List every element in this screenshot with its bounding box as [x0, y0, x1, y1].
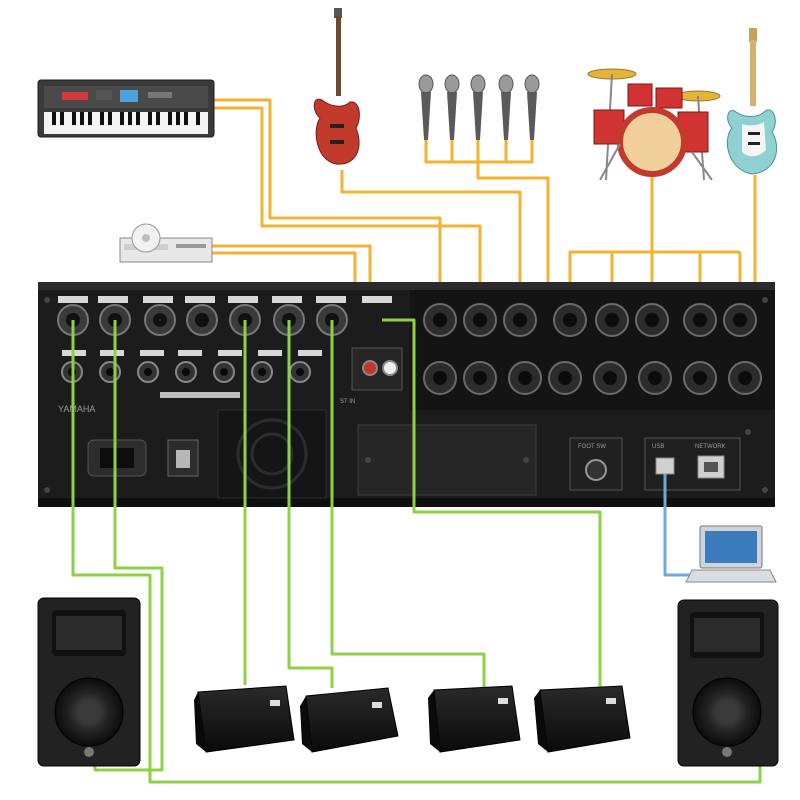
usb-port: [655, 457, 675, 475]
floor-monitor-2-icon: [300, 687, 399, 753]
floor-monitor-3-icon: [428, 685, 521, 753]
synth-cable-left: [212, 98, 442, 320]
left-main-speaker-icon: [37, 597, 141, 767]
rca-left-jack: [382, 360, 398, 376]
cable-to-right-speaker: [71, 320, 762, 784]
usb-label: USB: [652, 444, 664, 450]
right-main-speaker-icon: [677, 599, 779, 767]
cable-to-monitor-2: [287, 320, 334, 688]
fan-grille: [217, 409, 327, 499]
electric-guitar-icon: [726, 28, 778, 175]
expansion-slot: [357, 424, 537, 496]
input-combo-row-upper: [423, 303, 757, 337]
bass-cable: [340, 170, 522, 320]
brand-label: YAMAHA: [58, 404, 95, 414]
stereo-in-label: ST IN: [340, 399, 355, 405]
network-label: NETWORK: [695, 444, 726, 450]
mixer-rear-panel: YAMAHA ST IN: [38, 282, 775, 507]
floor-monitor-1-icon: [194, 685, 295, 753]
synth-cable-right: [212, 106, 482, 320]
footswitch-jack: [585, 459, 607, 481]
cable-to-left-speaker: [93, 320, 164, 772]
omni-out-xlr-row: [57, 304, 348, 336]
vocal-microphones-icon: [418, 74, 540, 140]
usb-cable: [663, 474, 698, 577]
laptop-computer-icon: [685, 525, 777, 583]
synthesizer-keyboard-icon: [37, 79, 215, 138]
output-label-tabs: [58, 296, 392, 303]
bass-guitar-icon: [313, 8, 360, 165]
drum-kit-icon: [587, 68, 721, 181]
cable-to-monitor-4: [382, 318, 602, 688]
output-cables: [71, 318, 762, 784]
input-combo-row-lower: [423, 361, 762, 395]
media-player-icon: [119, 223, 213, 263]
rca-right-jack: [362, 360, 378, 376]
input-section: [410, 290, 775, 410]
floor-monitor-4-icon: [534, 685, 631, 753]
cable-to-monitor-3: [330, 320, 486, 688]
footswitch-label: FOOT SW: [578, 444, 606, 450]
mic-cable-bundle: [424, 140, 534, 164]
